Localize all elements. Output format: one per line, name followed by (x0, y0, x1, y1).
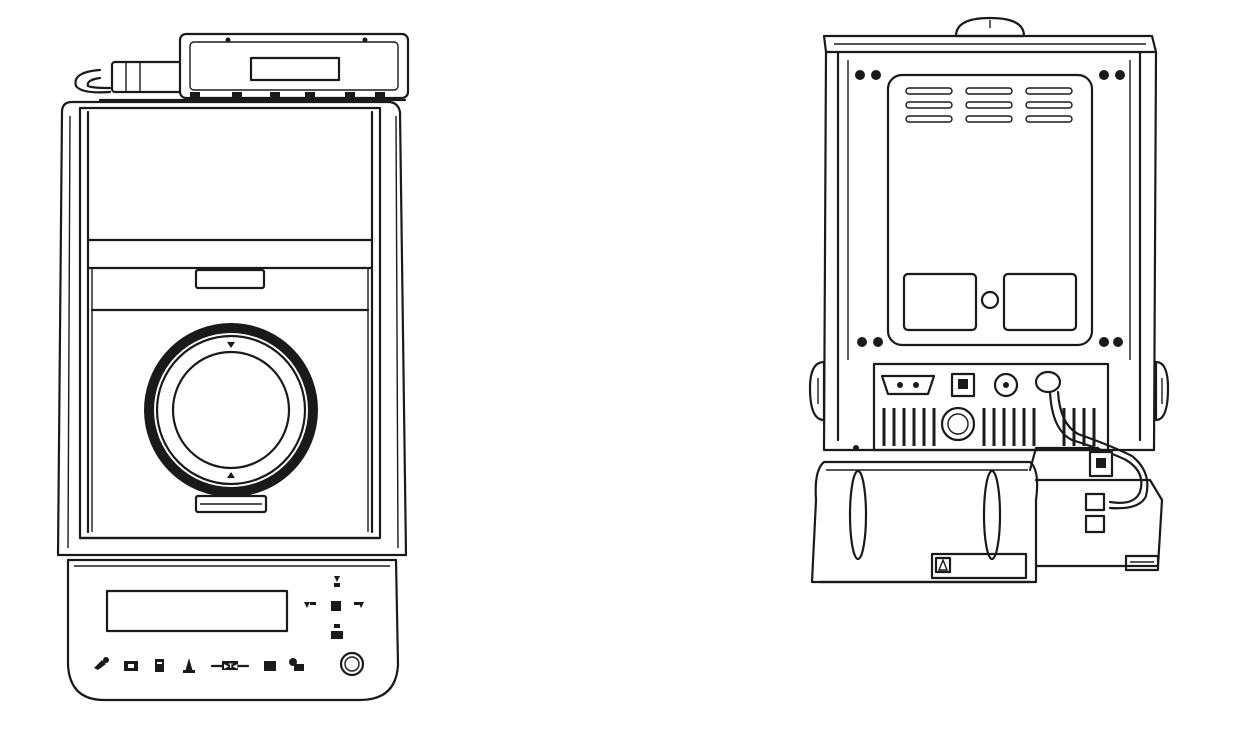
label-area-left (902, 272, 978, 332)
rear-plate (886, 73, 1094, 347)
weighing-pan (144, 323, 318, 514)
navigation-keys (304, 576, 364, 639)
front-view: ▶T◀ (56, 32, 410, 702)
left-side-handle (808, 360, 826, 422)
label-area-right (1002, 272, 1078, 332)
menu-key-icon (124, 661, 138, 671)
nav-right-icon (354, 602, 364, 608)
rs232-port-icon (880, 374, 936, 396)
power-key-icon (94, 657, 109, 670)
connector-bay (872, 362, 1110, 452)
vent-slots (905, 87, 1073, 123)
usb-port-icon (950, 372, 976, 398)
door-handle (194, 268, 266, 290)
tare-key-icon: ▶T◀ (210, 661, 250, 670)
front-housing (56, 100, 408, 557)
nav-left-icon (304, 602, 316, 608)
svg-text:▶T◀: ▶T◀ (224, 663, 238, 670)
print-key-icon (155, 659, 164, 672)
settings-key-icon (289, 658, 304, 671)
leveling-foot-top (940, 406, 976, 442)
nav-down-icon (331, 624, 343, 639)
panel-display (105, 589, 289, 633)
control-panel: ▶T◀ (66, 558, 400, 702)
rear-view (808, 16, 1170, 584)
nav-center-icon (331, 601, 341, 611)
rear-base (810, 445, 1164, 584)
cable-gland-icon (1034, 370, 1149, 510)
calibration-key-icon (183, 658, 195, 673)
keypad-row: ▶T◀ (94, 651, 365, 677)
dc-power-jack-icon (993, 372, 1019, 398)
rear-bolts (855, 70, 1125, 347)
nav-up-icon (334, 576, 340, 587)
top-display-window (249, 56, 341, 82)
function-key-icon (264, 661, 276, 671)
top-display-module (74, 32, 410, 102)
on-off-button-icon (339, 651, 365, 677)
